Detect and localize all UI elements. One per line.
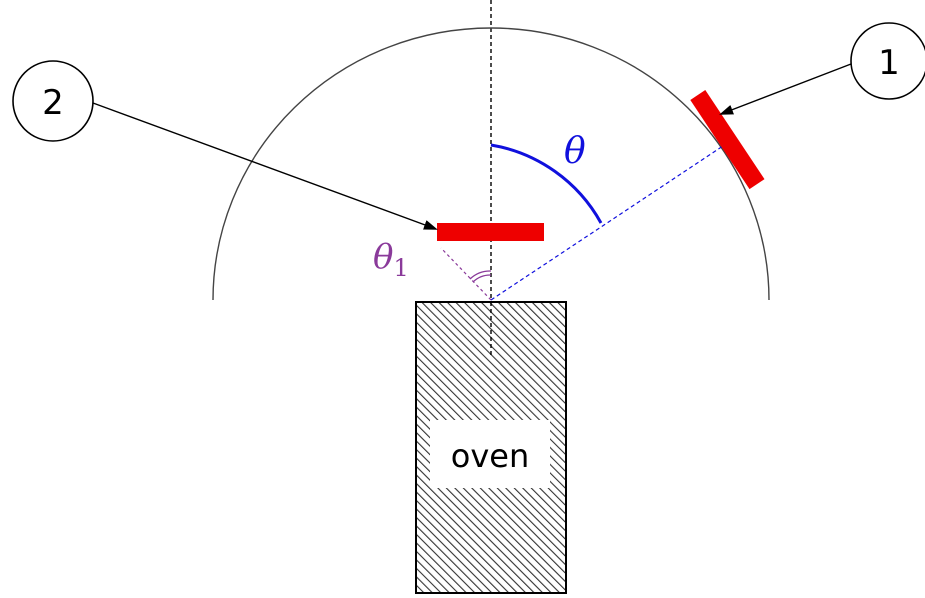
callout-1-label: 1 (878, 43, 900, 83)
callout-2-circle (12, 60, 94, 142)
detector-2-bar (437, 223, 544, 241)
detector-1-bar (690, 90, 765, 190)
callout-1-arrow (719, 63, 852, 115)
theta1-symbol: θ (373, 237, 393, 277)
theta1-subscript: 1 (393, 254, 408, 282)
theta1-angle-arc-inner (472, 274, 492, 283)
callout-2-label: 2 (42, 83, 64, 123)
theta1-angle-arc-outer (469, 270, 492, 280)
detector-arc-semicircle (212, 27, 770, 301)
callout-2-arrow (92, 102, 438, 230)
theta-angle-arc (490, 143, 603, 224)
detector-1-beam-line (490, 145, 724, 301)
callout-1-circle (850, 22, 925, 100)
theta-label: θ (564, 131, 586, 172)
oven-label: oven (451, 437, 529, 475)
detector-2-beam-line (440, 247, 492, 301)
theta1-label: θ1 (373, 237, 409, 282)
oven-label-box (430, 420, 550, 488)
